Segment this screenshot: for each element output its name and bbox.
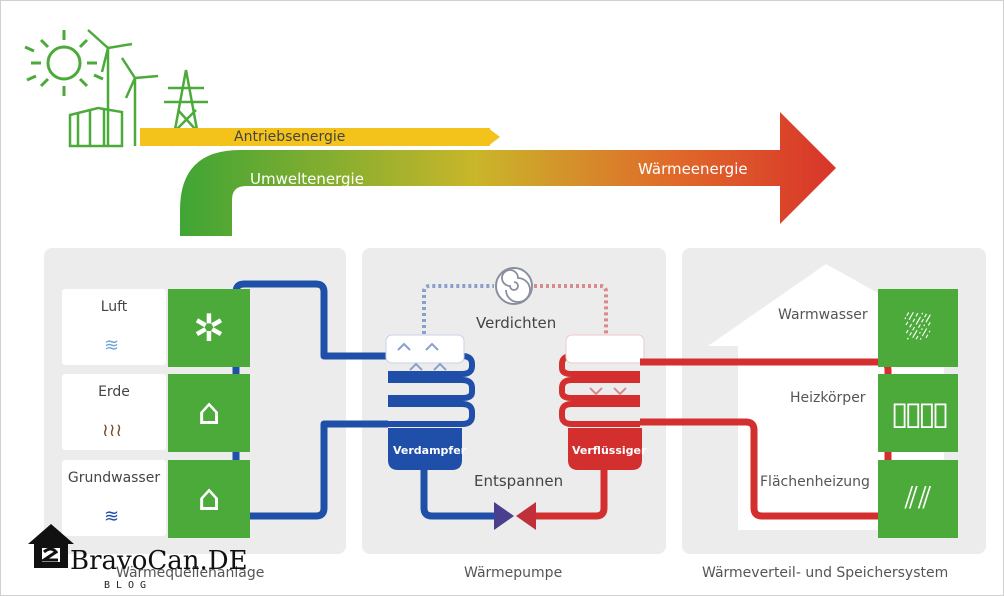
source-row-groundwater: Grundwasser ≋ (62, 460, 166, 536)
condenser-body-top (565, 334, 645, 364)
earth-wave-icon: ≀≀≀ (102, 420, 123, 441)
pump-panel-caption: Wärmepumpe (464, 565, 563, 581)
water-wave-icon: ≋ (104, 335, 120, 356)
ground-probe-icon: ⌂ (168, 374, 250, 452)
distribution-row-label: Heizkörper (790, 390, 866, 406)
heat-energy-label: Wärmeenergie (638, 160, 748, 178)
expansion-valve-icon (494, 502, 536, 530)
source-panel-caption: Wärmequellenanlage (116, 565, 265, 581)
groundwater-wave-icon: ≋ (104, 506, 120, 527)
condenser-body (568, 428, 642, 470)
well-icon: ⌂ (168, 460, 250, 538)
floor-heating-icon: ⫽⫽ (878, 460, 958, 538)
sun-icon (24, 30, 104, 96)
source-row-label: Grundwasser (67, 470, 161, 486)
condenser-flow-marks (589, 387, 627, 396)
distribution-row-label: Flächenheizung (760, 474, 870, 490)
radiator-icon: ▯▯▯▯ (878, 374, 958, 452)
blog-logo-name: BravoCan.DE (70, 546, 248, 576)
condenser-label: Verflüssiger (572, 444, 647, 457)
source-row-air: Luft ≋ (62, 289, 166, 365)
source-row-earth: Erde ≀≀≀ (62, 374, 166, 450)
drive-energy-label: Antriebsenergie (234, 129, 346, 145)
evaporator-body-top (385, 334, 465, 364)
compress-label: Verdichten (476, 314, 557, 332)
expand-label: Entspannen (474, 472, 564, 490)
blog-logo-sub: BLOG (104, 580, 153, 591)
shower-icon: ⛆ (878, 289, 958, 367)
distribution-panel-caption: Wärmeverteil- und Speichersystem (702, 565, 949, 581)
distribution-row-label: Warmwasser (778, 307, 868, 323)
compressor-icon (495, 267, 533, 305)
blog-logo-icon (26, 522, 76, 574)
evaporator-flow-marks (397, 342, 447, 371)
source-row-label: Luft (100, 299, 128, 315)
source-row-label: Erde (98, 384, 130, 400)
wind-turbine-icon (87, 29, 159, 146)
evaporator-coils (388, 353, 475, 427)
solar-panel-icon (68, 106, 124, 148)
heat-energy-arrow (180, 112, 836, 236)
compressor-pipes (422, 284, 608, 334)
evaporator-label: Verdampfer (393, 444, 467, 457)
source-loop-pipe (232, 280, 388, 520)
evaporator-body (388, 428, 462, 470)
fan-icon: ✲ (168, 289, 250, 367)
environment-energy-label: Umweltenergie (250, 170, 364, 188)
drive-energy-band (140, 128, 490, 146)
expansion-pipe-blue (420, 470, 494, 520)
expansion-pipe-red (536, 470, 608, 520)
